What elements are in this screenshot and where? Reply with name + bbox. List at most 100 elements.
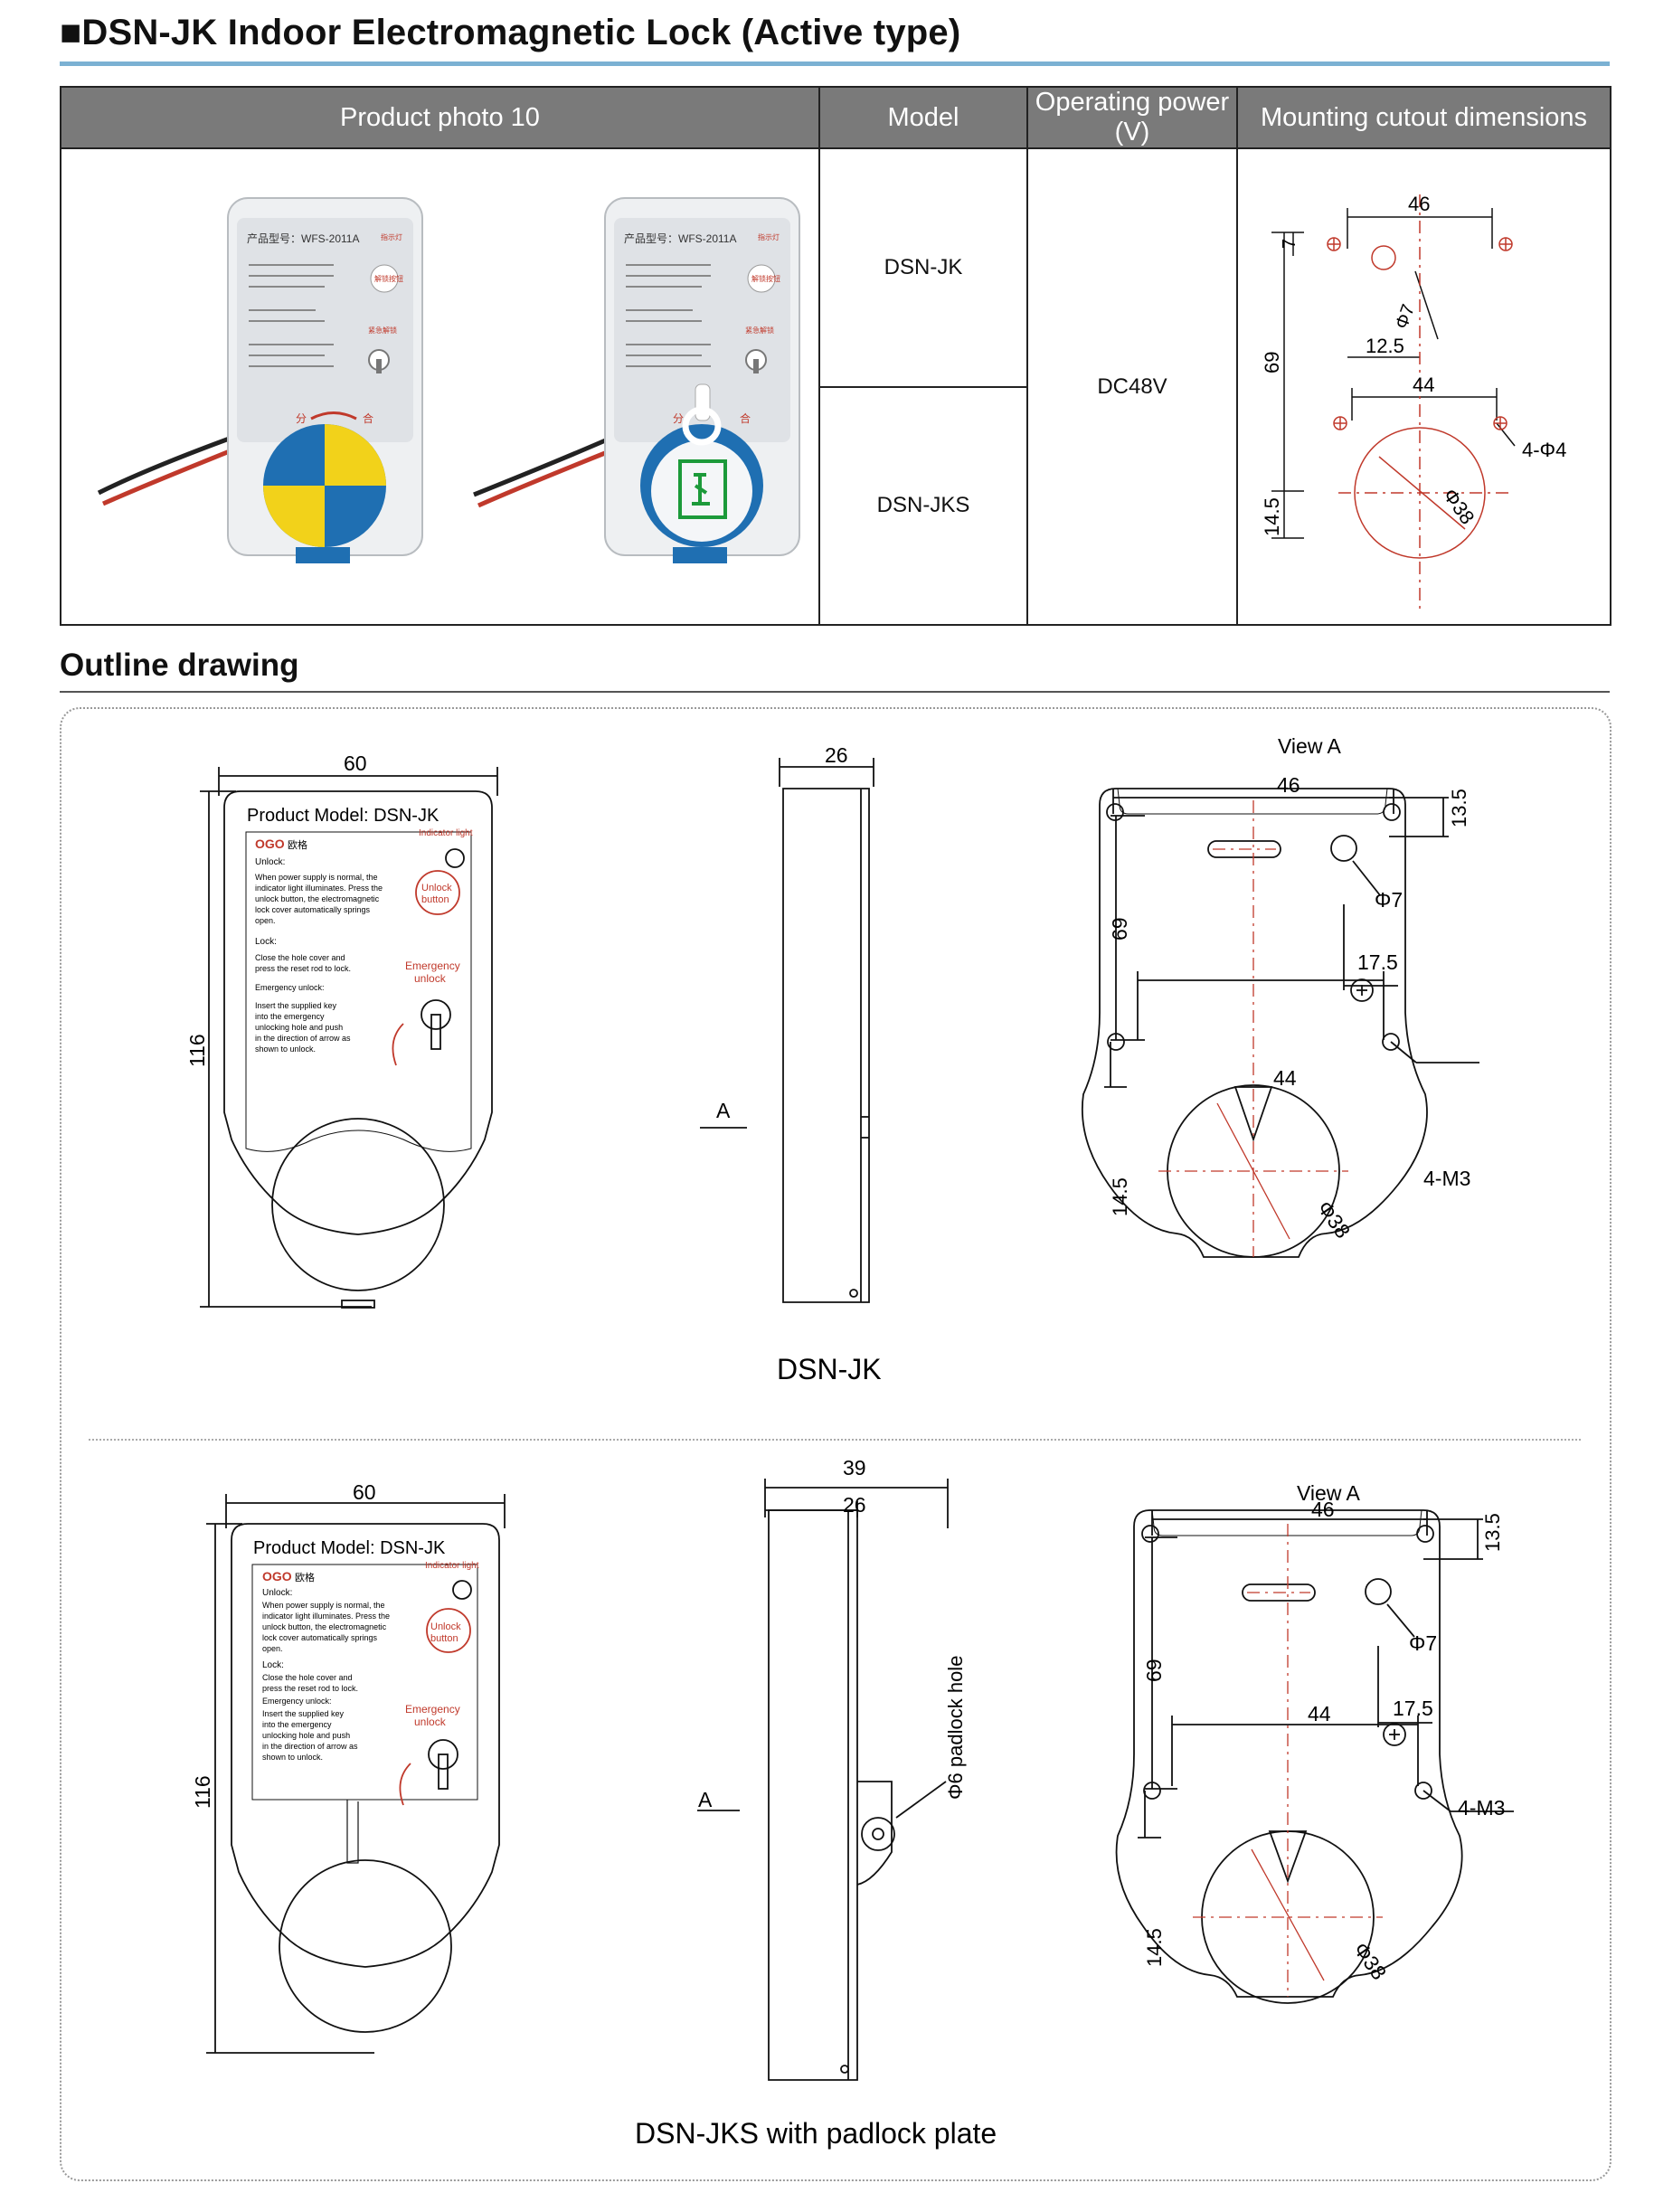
plate2-unlock-2: indicator light illuminates. Press the: [262, 1612, 390, 1621]
d1-width: 60: [344, 752, 367, 775]
cutout-dim-44: 44: [1413, 373, 1434, 396]
cutout-dim-69: 69: [1261, 352, 1283, 373]
plate2-btn-1: Unlock: [430, 1621, 461, 1632]
cutout-dim-phi7: Φ7: [1392, 302, 1419, 332]
d2-dim-13-5: 13.5: [1481, 1513, 1504, 1552]
photo-close-2: 合: [740, 411, 751, 425]
spec-row-2: DSN-JKS: [61, 385, 1611, 626]
power-cell: DC48V: [1026, 147, 1238, 626]
plate-emerg-2: into the emergency: [255, 1012, 325, 1021]
plate2-brand-cn: 欧格: [295, 1571, 315, 1583]
outline-drawing-jks: 60 116 26 39 Φ6 padlock hole A View A 46…: [191, 1456, 1514, 2150]
plate-btn-2: button: [421, 894, 449, 905]
d2-m3: 4-M3: [1458, 1796, 1505, 1820]
plate-emerg-label-2: unlock: [414, 972, 447, 985]
photo-unlock-2: 解锁按钮: [751, 274, 780, 283]
plate-unlock-5: open.: [255, 916, 276, 925]
d2-phi38: Φ38: [1349, 1938, 1391, 1984]
photo-split-2: 分: [673, 412, 684, 425]
d2-view-a: View A: [1297, 1481, 1361, 1505]
outline-frame: [60, 707, 1611, 2181]
d1-depth: 26: [825, 743, 848, 767]
d2-dim-17-5: 17.5: [1393, 1697, 1433, 1720]
d1-height: 116: [185, 1034, 209, 1067]
plate2-unlock-1: When power supply is normal, the: [262, 1601, 385, 1610]
plate2-lock-1: Close the hole cover and: [262, 1673, 353, 1682]
plate-lock-1: Close the hole cover and: [255, 953, 345, 962]
photo-indicator-1: 指示灯: [381, 232, 402, 241]
cutout-dim-12-5: 12.5: [1366, 335, 1404, 357]
model-cell-jks: DSN-JKS: [818, 385, 1028, 626]
d1-view-a: View A: [1278, 734, 1342, 758]
plate-emerg-1: Insert the supplied key: [255, 1001, 337, 1010]
plate2-indicator: Indicator light: [425, 1561, 479, 1571]
plate2-emerg-label-1: Emergency: [405, 1703, 460, 1716]
d2-padlock: Φ6 padlock hole: [944, 1656, 967, 1800]
d1-dim-44: 44: [1273, 1066, 1297, 1090]
plate-unlock-2: indicator light illuminates. Press the: [255, 884, 383, 893]
header-power: Operating power (V): [1026, 86, 1238, 149]
d1-dim-14-5: 14.5: [1109, 1177, 1131, 1216]
plate-lock-2: press the reset rod to lock.: [255, 964, 351, 973]
spec-table: Product photo 10 Model Operating power (…: [60, 86, 1611, 626]
plate-emerg-4: in the direction of arrow as: [255, 1034, 351, 1043]
d2-dim-14-5: 14.5: [1143, 1928, 1166, 1967]
product-photo-cell: 产品型号：WFS-2011A 指示灯 解锁按钮 紧急解锁 分 合: [60, 147, 820, 626]
header-photo: Product photo 10: [60, 86, 820, 149]
spec-header-row: Product photo 10 Model Operating power (…: [60, 86, 1611, 149]
plate-emerg-h: Emergency unlock:: [255, 983, 325, 992]
plate2-emerg-4: in the direction of arrow as: [262, 1742, 358, 1751]
product-photo: 产品型号：WFS-2011A 指示灯 解锁按钮 紧急解锁 分 合: [97, 197, 800, 563]
plate2-btn-2: button: [430, 1633, 458, 1644]
d1-dim-69: 69: [1108, 917, 1131, 941]
d1-phi7: Φ7: [1375, 888, 1403, 912]
d1-dim-46: 46: [1277, 773, 1300, 797]
device-photo-jk: 产品型号：WFS-2011A 指示灯 解锁按钮 紧急解锁 分 合: [97, 197, 423, 563]
d1-m3: 4-M3: [1423, 1167, 1470, 1190]
cutout-diagram: 46 7 Φ7 12.5 69 44 4-Φ4 14.5 Φ38: [1261, 193, 1566, 610]
outline-divider: [89, 1439, 1581, 1441]
plate-btn-1: Unlock: [421, 883, 452, 893]
photo-label-1: 产品型号：WFS-2011A: [247, 232, 359, 245]
plate-unlock-1: When power supply is normal, the: [255, 873, 378, 882]
d2-arrow-a: A: [698, 1788, 713, 1811]
d1-dim-17-5: 17.5: [1357, 950, 1398, 974]
page-title: ■DSN-JK Indoor Electromagnetic Lock (Act…: [60, 13, 961, 52]
cutout-dim-phi38: Φ38: [1439, 485, 1479, 529]
d2-caption: DSN-JKS with padlock plate: [635, 2117, 997, 2150]
plate-unlock-h: Unlock:: [255, 857, 285, 867]
title-underline: [60, 61, 1610, 66]
plate2-unlock-4: lock cover automatically springs: [262, 1633, 378, 1642]
d1-arrow-a: A: [716, 1099, 731, 1122]
plate2-emerg-3: unlocking hole and push: [262, 1731, 350, 1740]
photo-close-1: 合: [363, 411, 373, 425]
plate-brand-cn: 欧格: [288, 838, 307, 851]
d1-phi38: Φ38: [1313, 1196, 1355, 1243]
d2-dim-44: 44: [1308, 1702, 1331, 1725]
plate2-emerg-1: Insert the supplied key: [262, 1709, 345, 1718]
d1-caption: DSN-JK: [777, 1353, 882, 1385]
plate-indicator: Indicator light: [419, 828, 473, 838]
cutout-dim-14-5: 14.5: [1261, 497, 1283, 536]
d2-dim-46: 46: [1311, 1498, 1335, 1521]
spec-row-1: 产品型号：WFS-2011A 指示灯 解锁按钮 紧急解锁 分 合: [60, 147, 1611, 626]
cutout-cell: 46 7 Φ7 12.5 69 44 4-Φ4 14.5 Φ38: [1236, 147, 1611, 626]
section-title: Outline drawing: [60, 648, 299, 683]
plate2-emerg-2: into the emergency: [262, 1720, 332, 1729]
cutout-dim-4phi4: 4-Φ4: [1522, 439, 1566, 461]
plate2-brand: OGO: [262, 1569, 292, 1583]
plate2-lock-2: press the reset rod to lock.: [262, 1684, 358, 1693]
plate-emerg-label-1: Emergency: [405, 959, 460, 972]
plate2-unlock-h: Unlock:: [262, 1588, 292, 1598]
plate2-model: Product Model: DSN-JK: [253, 1538, 446, 1558]
plate-emerg-3: unlocking hole and push: [255, 1023, 343, 1032]
photo-emergency-1: 紧急解锁: [368, 326, 397, 335]
plate2-emerg-5: shown to unlock.: [262, 1753, 323, 1762]
photo-unlock-1: 解锁按钮: [374, 274, 403, 283]
d2-dim-69: 69: [1142, 1659, 1166, 1682]
outline-drawing-jk: 60 116 26 A View A 46 13.5 Φ7 17.5 69 44…: [185, 734, 1479, 1385]
d1-dim-13-5: 13.5: [1448, 789, 1470, 827]
plate-unlock-3: unlock button, the electromagnetic: [255, 894, 380, 903]
photo-indicator-2: 指示灯: [758, 232, 780, 241]
photo-emergency-2: 紧急解锁: [745, 326, 774, 335]
